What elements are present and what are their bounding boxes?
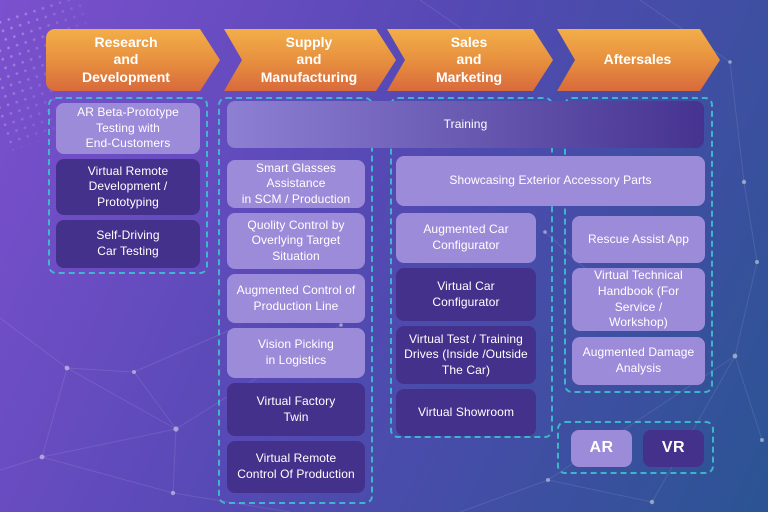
box-virtual-factory-twin: Virtual Factory Twin [227, 383, 365, 436]
group-outline-sales [390, 97, 553, 438]
group-outline-research [48, 97, 208, 274]
box-augmented-control-production-line: Augmented Control of Production Line [227, 274, 365, 323]
box-augmented-damage-analysis: Augmented Damage Analysis [572, 337, 705, 385]
box-vision-picking-logistics: Vision Picking in Logistics [227, 328, 365, 378]
group-outline-supply [218, 97, 373, 504]
stage-arrow-supply-manufacturing: Supply and Manufacturing [224, 29, 396, 91]
legend-vr-chip: VR [643, 430, 704, 467]
box-showcasing-exterior-accessory-parts: Showcasing Exterior Accessory Parts [396, 156, 705, 206]
group-outline-aftersales [564, 97, 713, 393]
box-virtual-technical-handbook: Virtual Technical Handbook (For Service … [572, 268, 705, 331]
box-quality-control-overlay: Quolity Control by Overlying Target Situ… [227, 213, 365, 269]
box-virtual-remote-control-production: Virtual Remote Control Of Production [227, 441, 365, 493]
box-self-driving-car-testing: Self-Driving Car Testing [56, 220, 200, 268]
box-virtual-car-configurator: Virtual Car Configurator [396, 268, 536, 321]
stage-arrow-sales-marketing: Sales and Marketing [387, 29, 553, 91]
legend-ar-chip: AR [571, 430, 632, 467]
stage-arrow-research-development: Research and Development [46, 29, 220, 91]
box-virtual-remote-development: Virtual Remote Development / Prototyping [56, 159, 200, 215]
box-smart-glasses-assistance: Smart Glasses Assistance in SCM / Produc… [227, 160, 365, 208]
box-augmented-car-configurator: Augmented Car Configurator [396, 213, 536, 263]
stage-arrow-aftersales: Aftersales [557, 29, 720, 91]
box-virtual-test-training-drives: Virtual Test / Training Drives (Inside /… [396, 326, 536, 384]
box-training: Training [227, 101, 704, 148]
box-ar-beta-prototype-testing: AR Beta-Prototype Testing with End-Custo… [56, 103, 200, 154]
box-rescue-assist-app: Rescue Assist App [572, 216, 705, 263]
group-outline-legend [557, 421, 714, 474]
box-virtual-showroom: Virtual Showroom [396, 389, 536, 436]
